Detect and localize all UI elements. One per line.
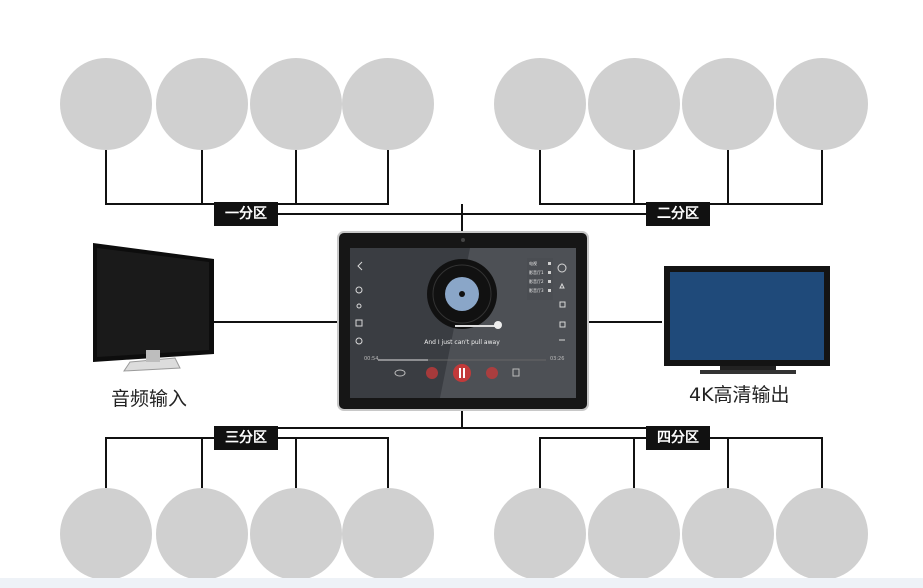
pause-icon[interactable] bbox=[453, 364, 471, 382]
zone1-speaker-1 bbox=[60, 58, 152, 150]
zone4-speaker-2 bbox=[588, 488, 680, 580]
previous-track-icon[interactable] bbox=[426, 367, 438, 379]
zone3-wiring bbox=[105, 410, 463, 488]
zone3-speaker-3 bbox=[250, 488, 342, 580]
back-arrow-icon[interactable] bbox=[357, 261, 363, 271]
tv-display-icon bbox=[664, 266, 830, 374]
room-menu-item[interactable]: 影音厅2 bbox=[529, 279, 544, 284]
room-menu-item[interactable]: 电视 bbox=[529, 261, 537, 266]
volume-icon[interactable] bbox=[356, 303, 362, 309]
bluetooth-icon[interactable] bbox=[355, 286, 363, 294]
zone-label-1: 一分区 bbox=[214, 202, 278, 226]
zone2-speaker-3 bbox=[682, 58, 774, 150]
share-icon[interactable] bbox=[559, 282, 565, 289]
zone1-speaker-4 bbox=[342, 58, 434, 150]
zone3-speaker-4 bbox=[342, 488, 434, 580]
time-elapsed: 00:54 bbox=[364, 356, 379, 362]
loop-icon[interactable] bbox=[394, 369, 406, 377]
zone4-wiring bbox=[462, 427, 823, 488]
timer-icon[interactable] bbox=[355, 337, 363, 345]
zone4-speaker-4 bbox=[776, 488, 868, 580]
zone2-wiring bbox=[462, 150, 823, 215]
play-circle-icon[interactable] bbox=[557, 263, 567, 273]
speakers-layer bbox=[60, 58, 868, 580]
zone2-speaker-2 bbox=[588, 58, 680, 150]
playlist-icon[interactable] bbox=[512, 368, 520, 377]
tablet-lyric: And I just can't pull away bbox=[424, 339, 500, 346]
zone4-speaker-1 bbox=[494, 488, 586, 580]
zone1-speaker-2 bbox=[156, 58, 248, 150]
zone-label-2: 二分区 bbox=[646, 202, 710, 226]
heart-icon[interactable] bbox=[559, 301, 566, 308]
room-menu-item[interactable]: 影音厅1 bbox=[529, 270, 544, 275]
zone-label-3: 三分区 bbox=[214, 426, 278, 450]
audio-input-caption: 音频输入 bbox=[111, 388, 188, 410]
zone2-speaker-4 bbox=[776, 58, 868, 150]
hd-output-caption: 4K高清输出 bbox=[689, 384, 790, 406]
next-track-icon[interactable] bbox=[486, 367, 498, 379]
zone2-speaker-1 bbox=[494, 58, 586, 150]
zone-label-4: 四分区 bbox=[646, 426, 710, 450]
zone4-speaker-3 bbox=[682, 488, 774, 580]
room-menu-item[interactable]: 影音厅3 bbox=[529, 288, 544, 293]
zone1-speaker-3 bbox=[250, 58, 342, 150]
computer-monitor-icon bbox=[93, 243, 214, 372]
vinyl-record-icon bbox=[427, 259, 497, 329]
zone3-speaker-1 bbox=[60, 488, 152, 580]
time-total: 03:26 bbox=[550, 356, 565, 362]
control-tablet bbox=[337, 231, 589, 411]
zone3-speaker-2 bbox=[156, 488, 248, 580]
room-menu: 电视 影音厅1 影音厅2 影音厅3 bbox=[529, 259, 549, 295]
bottom-strip bbox=[0, 578, 923, 588]
zone1-wiring bbox=[105, 150, 463, 232]
settings-icon[interactable] bbox=[355, 319, 363, 327]
